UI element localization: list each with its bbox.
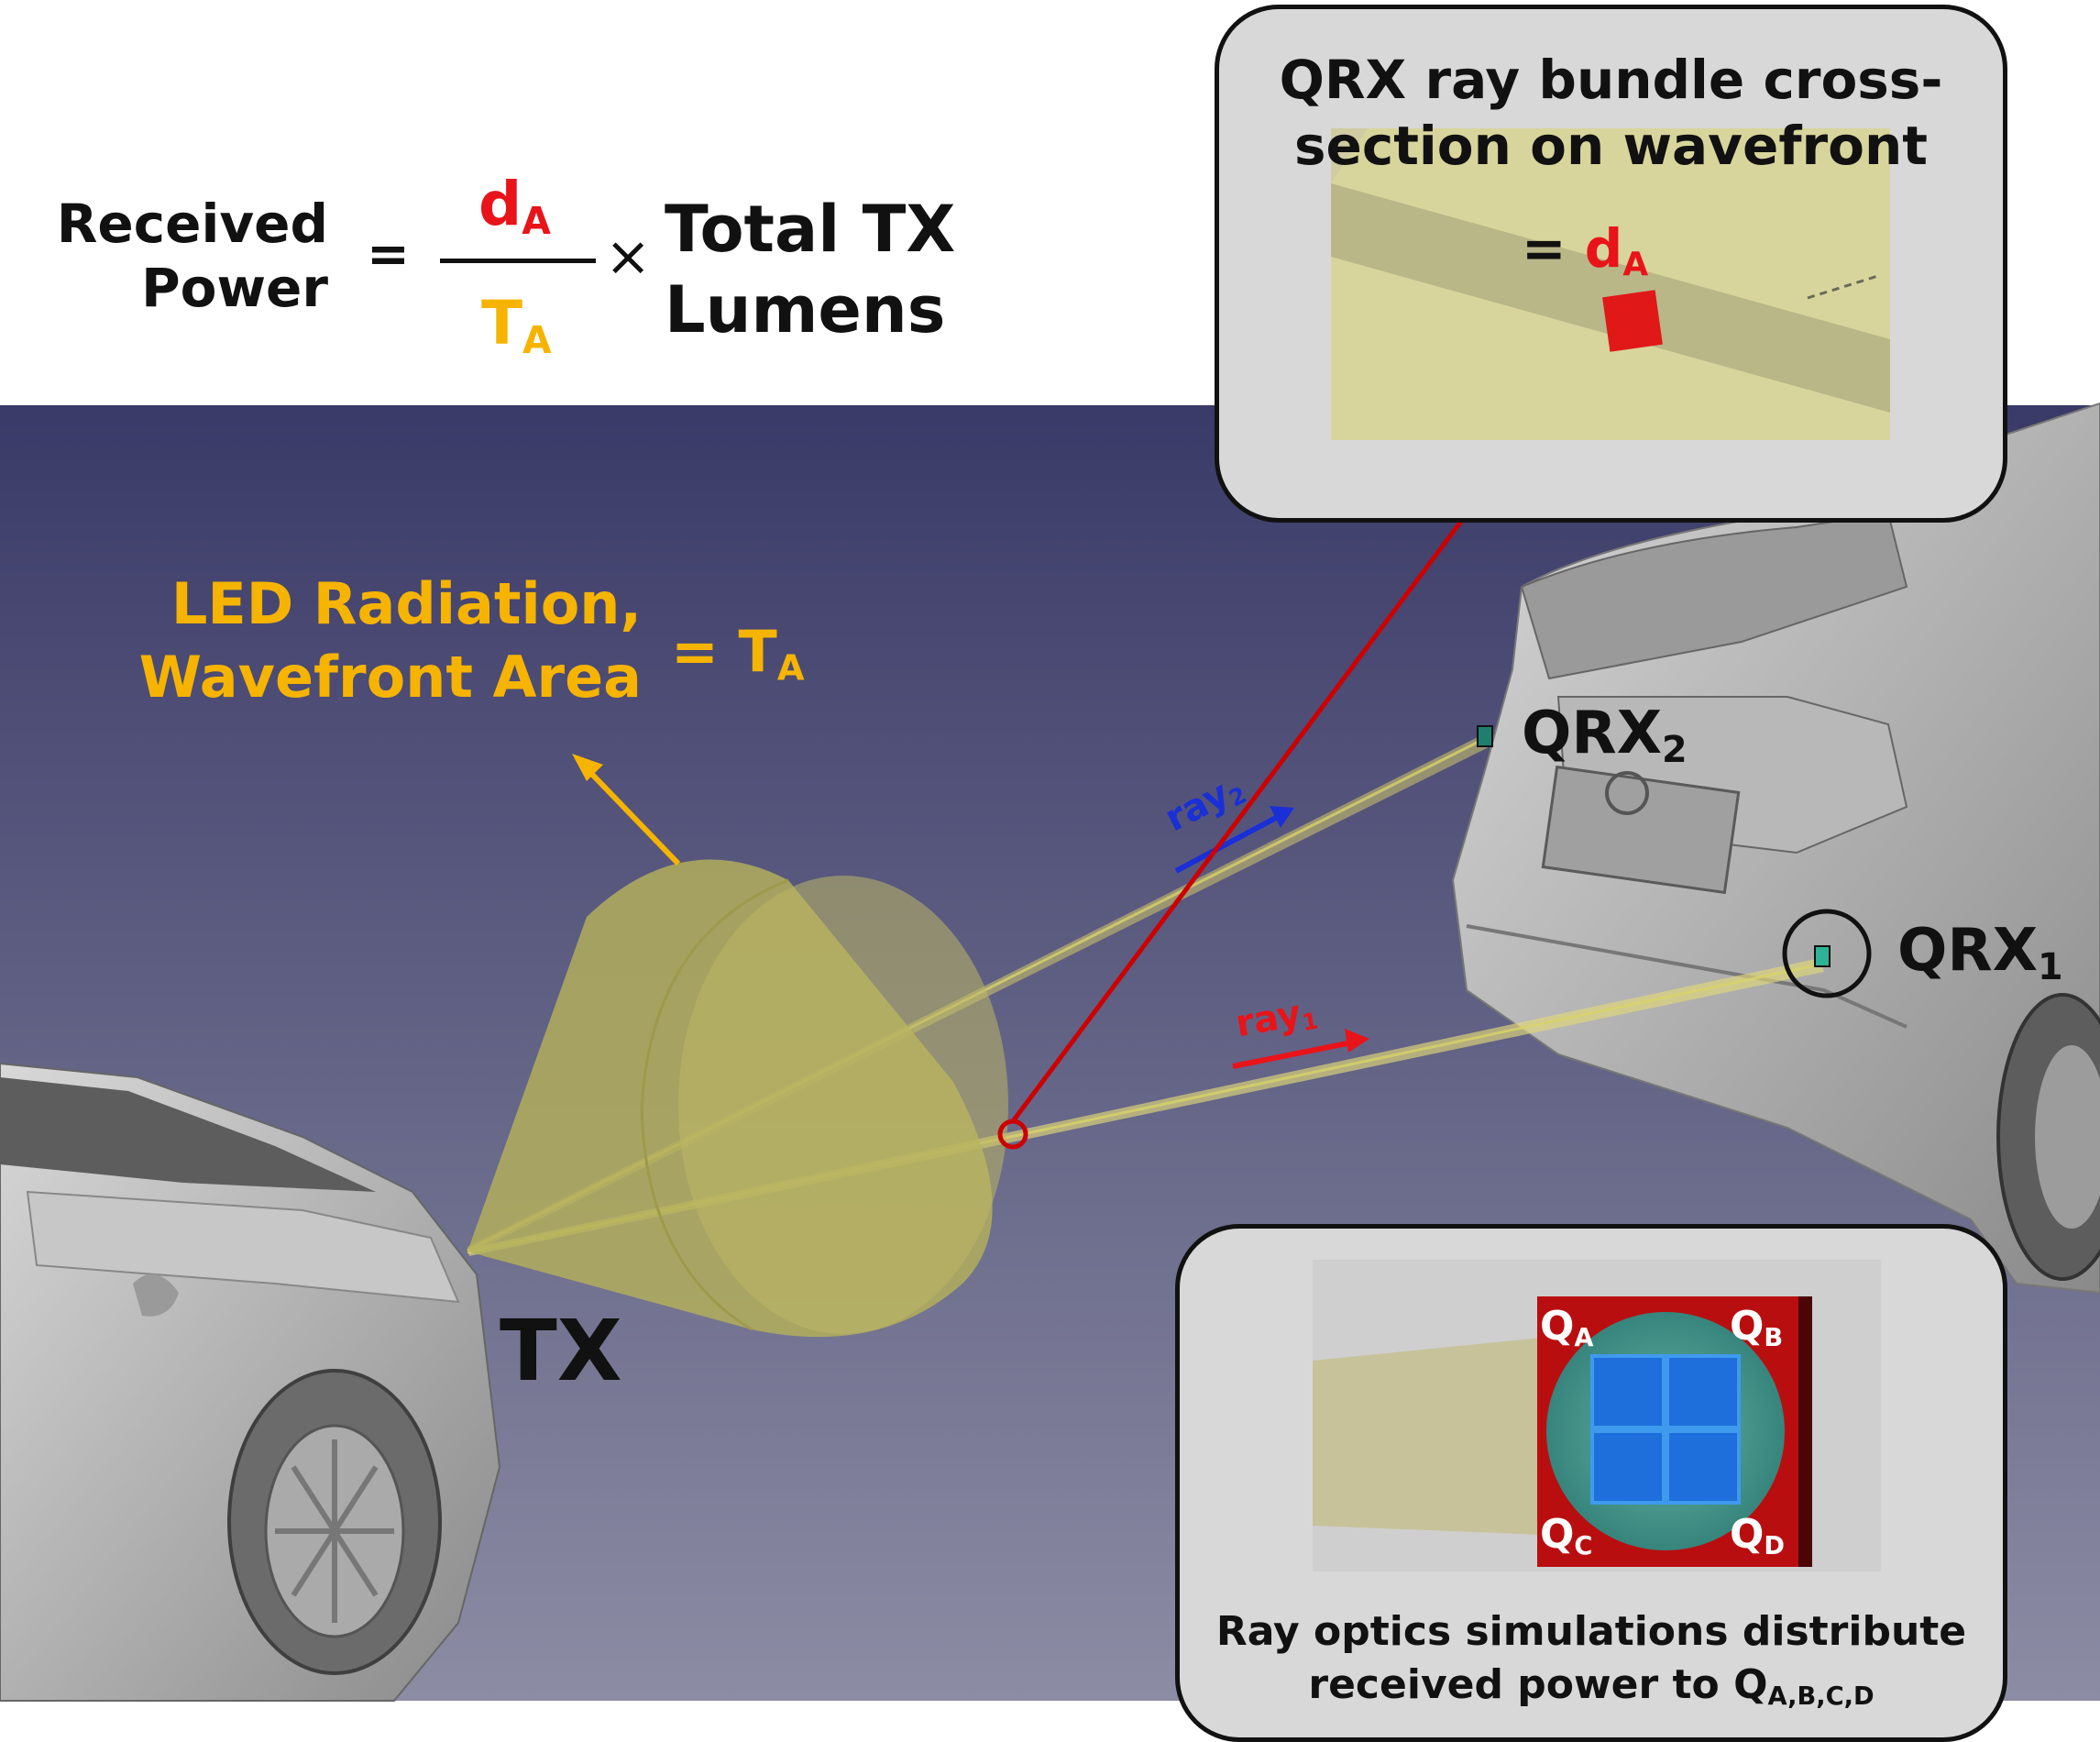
qa-sub: A [1574,1323,1594,1352]
qc-label: QC [1540,1515,1592,1559]
received-label: Received [56,193,328,255]
formula-numerator: dA [478,174,551,240]
qrx2-label: QRX2 [1522,704,1688,769]
qd-label: QD [1730,1515,1785,1559]
qb-sub: B [1764,1323,1784,1352]
qd-sub: D [1764,1531,1786,1560]
qrx1-sub: 1 [2038,945,2063,988]
qrx1-receiver [1814,945,1831,967]
lumens-label: Lumens [665,272,946,347]
qrx2-receiver [1477,725,1493,747]
top-equals-sub: A [1622,245,1649,283]
wavefront-area-equals: = TA [671,623,805,687]
qb-label: QB [1730,1306,1783,1351]
crosssection-svg [1331,128,1890,440]
formula-denominator: TA [481,293,552,359]
top-callout-title: QRX ray bundle cross- section on wavefro… [1219,53,2003,172]
formula-times: × [605,225,652,289]
qb-main: Q [1730,1303,1765,1350]
top-equals-main: dA [1584,217,1649,283]
fraction-bar [440,259,596,263]
led-line1: LED Radiation, [170,570,642,637]
qa-label: QA [1540,1306,1594,1351]
top-title-line2: section on wavefront [1293,115,1929,177]
da-red-patch [1602,290,1663,352]
ray2-arrow [1174,809,1290,874]
detector-image [1313,1260,1881,1571]
led-equals-sub: A [776,647,805,689]
power-label: Power [141,257,328,319]
qrx2-sub: 2 [1662,728,1688,771]
qrx-car [1451,402,2100,1295]
caption-line2: received power to QA,B,C,D [1180,1665,2003,1709]
denominator-sub: A [522,318,552,363]
tx-car [0,1062,501,1702]
quadrant-d [1666,1429,1741,1505]
tx-label: TX [500,1302,622,1400]
bottom-callout-caption: Ray optics simulations distribute receiv… [1180,1612,2003,1709]
formula-equals: = [367,225,410,284]
qc-sub: C [1574,1531,1593,1560]
formula-rhs: Total TX Lumens [665,197,955,342]
led-line2: Wavefront Area [138,644,642,711]
led-radiation-cone [467,859,1008,1338]
top-callout: QRX ray bundle cross- section on wavefro… [1215,5,2007,523]
quadrant-c [1590,1429,1666,1505]
quadrant-b [1666,1354,1741,1429]
qrx2-main: QRX [1522,700,1663,767]
top-equals-main-eq: = [1522,217,1585,280]
wavefront-crosssection-image [1331,128,1890,440]
received-power-label: Received Power [55,197,328,314]
quadrant-a [1590,1354,1666,1429]
top-title-line1: QRX ray bundle cross- [1279,49,1943,111]
caption-line2-main: received power to Q [1308,1661,1768,1708]
qrx1-main: QRX [1897,917,2039,985]
caption-line2-sub: A,B,C,D [1767,1681,1875,1711]
led-arrow [577,758,681,866]
qrx1-highlight-circle [1782,909,1872,998]
caption-line1: Ray optics simulations distribute [1215,1608,1967,1655]
led-radiation-label: LED Radiation, Wavefront Area [119,576,642,706]
numerator-sub: A [522,199,551,244]
led-equals-main: = T [671,618,777,685]
total-tx-label: Total TX [665,192,956,267]
qa-main: Q [1540,1303,1575,1350]
detector-svg [1313,1260,1881,1571]
qc-main: Q [1540,1511,1575,1558]
numerator-main: d [478,169,522,239]
bottom-callout: QA QB QC QD Ray optics simulations distr… [1175,1224,2007,1742]
qrx1-label: QRX1 [1897,921,2063,987]
denominator-main: T [481,288,523,358]
ray1-arrow [1232,1038,1362,1069]
top-callout-equals: = dA [1522,222,1648,281]
qd-main: Q [1730,1511,1765,1558]
